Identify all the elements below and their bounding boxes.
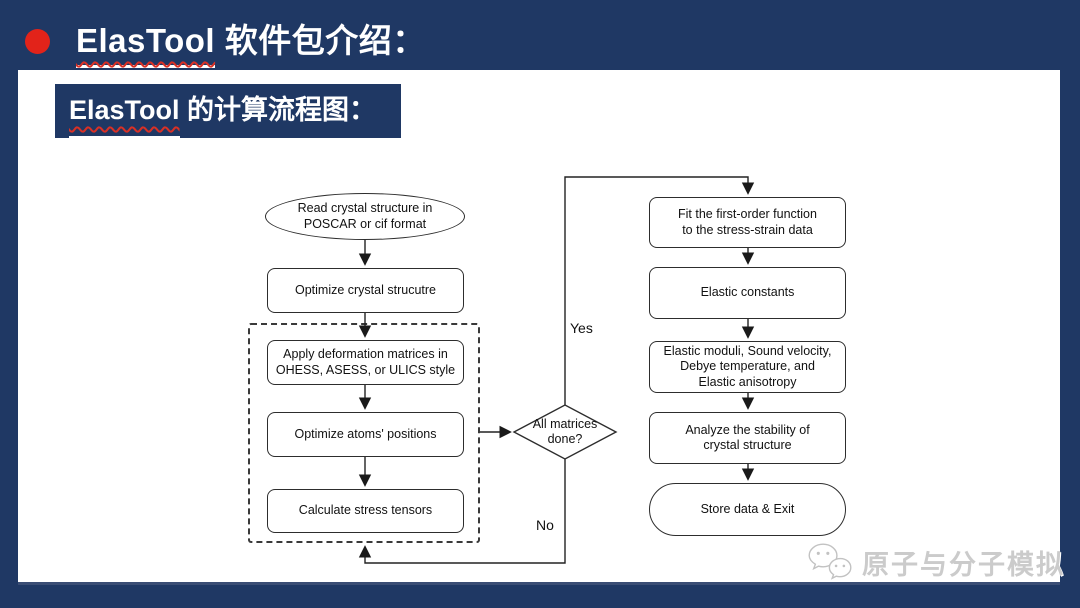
flow-decision-all-matrices-done: All matrices done? <box>513 409 617 455</box>
flow-node-fit-line1: Fit the first-order function <box>678 207 817 221</box>
watermark-text: 原子与分子模拟 <box>862 549 1065 580</box>
decision-diamond-shape <box>512 404 618 460</box>
flow-node-apply-deformation: Apply deformation matrices in OHESS, ASE… <box>267 340 464 385</box>
flow-node-fit-function: Fit the first-order function to the stre… <box>649 197 846 248</box>
edge-label-no: No <box>536 517 554 533</box>
flow-node-elastic-constants-label: Elastic constants <box>700 285 795 300</box>
watermark: 原子与分子模拟 <box>804 540 1065 584</box>
flow-decision-line1: All matrices <box>532 416 598 431</box>
flow-node-store-exit-label: Store data & Exit <box>700 501 795 516</box>
brand-elastool: ElasTool <box>76 18 216 68</box>
flow-node-stability-line1: Analyze the stability of <box>685 422 810 437</box>
flow-node-optimize-atoms: Optimize atoms' positions <box>267 412 464 457</box>
subtitle-rest: 的计算流程图： <box>179 95 377 125</box>
flow-loop-group-box <box>248 323 480 543</box>
page-title: ElasTool 软件包介绍： <box>76 18 426 68</box>
page-title-rest: 软件包介绍： <box>215 22 426 59</box>
brand-elastool-sub: ElasTool <box>69 84 180 138</box>
arrow-no-path <box>358 459 566 564</box>
content-panel <box>18 70 1060 582</box>
flow-node-apply-line2: OHESS, ASESS, or ULICS style <box>275 362 456 377</box>
flow-node-read-structure: Read crystal structure in POSCAR or cif … <box>265 193 465 240</box>
flow-node-moduli-line3: Elastic anisotropy <box>698 374 797 389</box>
flow-node-calculate-stress-label: Calculate stress tensors <box>298 503 433 518</box>
wechat-logo-icon <box>808 543 852 580</box>
flow-node-stability-line2: crystal structure <box>703 438 792 452</box>
red-bullet-icon <box>25 29 50 54</box>
flow-node-store-exit: Store data & Exit <box>649 483 846 536</box>
flow-node-elastic-moduli: Elastic moduli, Sound velocity, Debye te… <box>649 341 846 393</box>
flow-node-moduli-line1: Elastic moduli, Sound velocity, <box>663 343 832 358</box>
arrow-yes-path <box>564 176 755 405</box>
flow-node-optimize-crystal: Optimize crystal strucutre <box>267 268 464 313</box>
flow-node-calculate-stress: Calculate stress tensors <box>267 489 464 533</box>
subtitle-box: ElasTool 的计算流程图： <box>55 84 401 138</box>
flow-node-elastic-constants: Elastic constants <box>649 267 846 319</box>
flow-node-read-line2: POSCAR or cif format <box>303 216 427 231</box>
flow-decision-line2: done? <box>547 432 583 446</box>
flow-node-optimize-atoms-label: Optimize atoms' positions <box>294 426 437 441</box>
flow-node-fit-line2: to the stress-strain data <box>682 222 813 237</box>
flow-node-read-line1: Read crystal structure in <box>297 201 433 215</box>
flow-node-apply-line1: Apply deformation matrices in <box>283 347 448 361</box>
edge-label-yes: Yes <box>570 320 593 336</box>
flow-node-analyze-stability: Analyze the stability of crystal structu… <box>649 412 846 464</box>
flow-node-moduli-line2: Debye temperature, and <box>680 359 815 374</box>
flow-node-optimize-crystal-label: Optimize crystal strucutre <box>294 282 436 297</box>
